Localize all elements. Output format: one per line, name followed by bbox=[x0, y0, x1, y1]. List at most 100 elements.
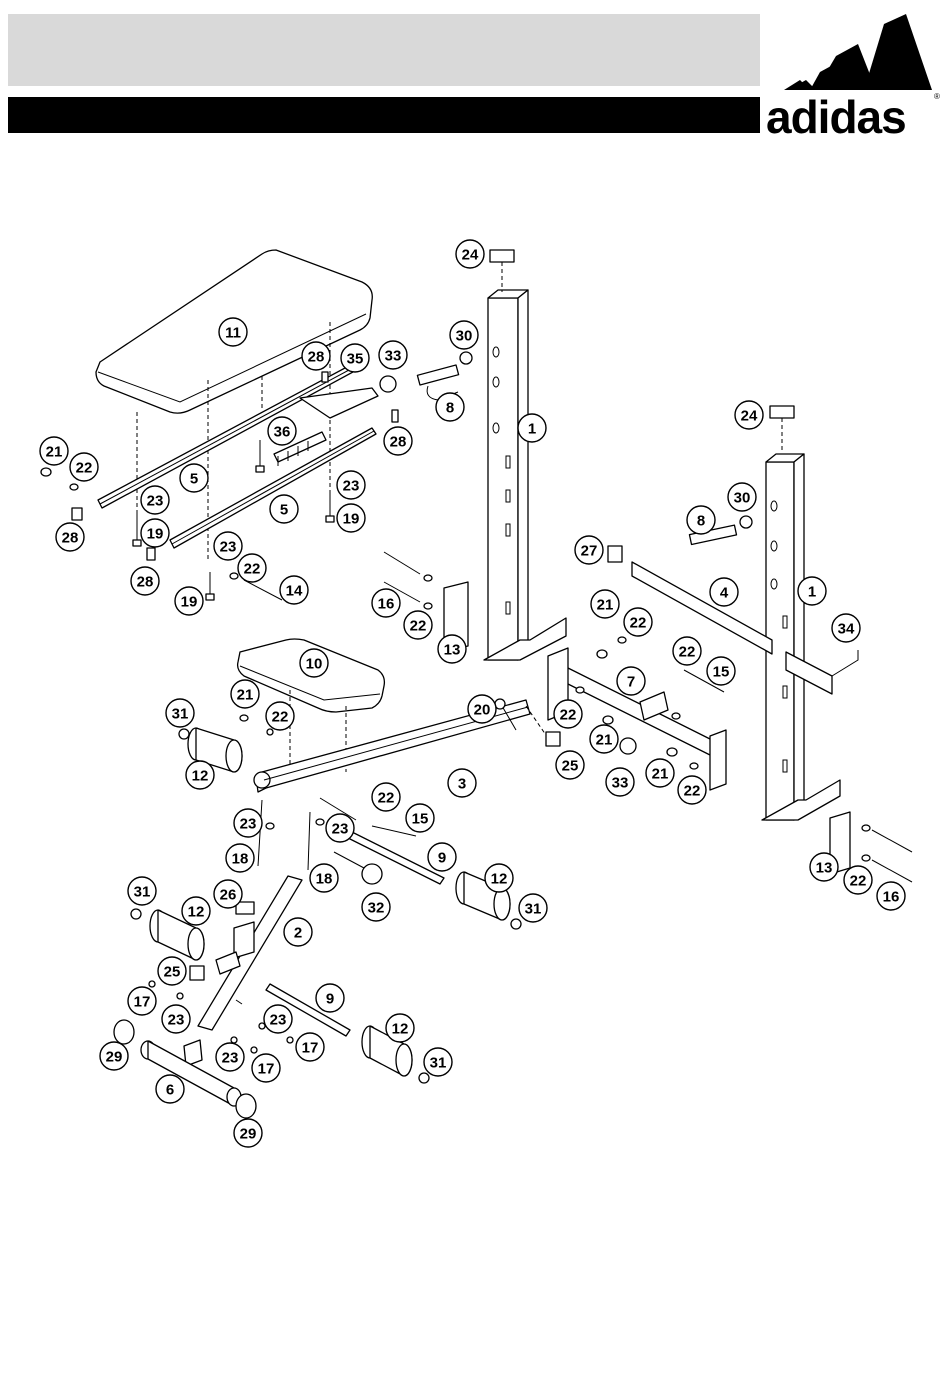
end-cap-28-b bbox=[322, 372, 328, 382]
callout-number: 22 bbox=[378, 790, 395, 807]
part-callout-22: 22 bbox=[624, 608, 652, 636]
callout-number: 29 bbox=[106, 1049, 123, 1066]
callout-number: 28 bbox=[62, 530, 79, 547]
callout-number: 30 bbox=[734, 490, 751, 507]
part-callout-21: 21 bbox=[591, 590, 619, 618]
callout-number: 27 bbox=[581, 543, 598, 560]
part-callout-16: 16 bbox=[877, 882, 905, 910]
part-callout-22: 22 bbox=[404, 611, 432, 639]
end-cap-28-d bbox=[392, 410, 398, 422]
callout-number: 20 bbox=[474, 702, 491, 719]
part-callout-18: 18 bbox=[310, 864, 338, 892]
callout-number: 36 bbox=[274, 424, 291, 441]
callout-number: 13 bbox=[444, 642, 461, 659]
callout-number: 19 bbox=[147, 526, 164, 543]
callout-number: 17 bbox=[134, 994, 151, 1011]
callout-number: 9 bbox=[438, 850, 446, 867]
part-callout-4: 4 bbox=[710, 578, 738, 606]
callout-number: 24 bbox=[462, 247, 479, 264]
callout-number: 25 bbox=[164, 964, 181, 981]
part-callout-15: 15 bbox=[707, 657, 735, 685]
part-callout-16: 16 bbox=[372, 589, 400, 617]
callout-number: 33 bbox=[385, 348, 402, 365]
callout-number: 24 bbox=[741, 408, 758, 425]
callout-number: 23 bbox=[270, 1012, 287, 1029]
callout-number: 33 bbox=[612, 775, 629, 792]
part-callout-9: 9 bbox=[428, 843, 456, 871]
part-callout-33: 33 bbox=[379, 341, 407, 369]
callout-number: 22 bbox=[684, 783, 701, 800]
callout-number: 23 bbox=[240, 816, 257, 833]
part-callout-22: 22 bbox=[372, 783, 400, 811]
part-callout-31: 31 bbox=[128, 877, 156, 905]
part-callout-29: 29 bbox=[234, 1119, 262, 1147]
part-callout-5: 5 bbox=[270, 495, 298, 523]
part-callout-19: 19 bbox=[141, 519, 169, 547]
part-callout-22: 22 bbox=[554, 700, 582, 728]
part-callout-14: 14 bbox=[280, 576, 308, 604]
part-callout-12: 12 bbox=[386, 1014, 414, 1042]
part-callout-30: 30 bbox=[450, 321, 478, 349]
callout-number: 18 bbox=[232, 851, 249, 868]
part-callout-32: 32 bbox=[362, 893, 390, 921]
callout-number: 5 bbox=[280, 502, 288, 519]
part-callout-6: 6 bbox=[156, 1075, 184, 1103]
callout-number: 1 bbox=[528, 421, 536, 438]
callout-number: 22 bbox=[76, 460, 93, 477]
callout-number: 21 bbox=[652, 766, 669, 783]
callout-number: 12 bbox=[188, 904, 205, 921]
callout-number: 11 bbox=[225, 325, 241, 342]
part-callout-33: 33 bbox=[606, 768, 634, 796]
part-callout-25: 25 bbox=[556, 751, 584, 779]
callout-number: 19 bbox=[343, 511, 360, 528]
callout-number: 21 bbox=[596, 732, 613, 749]
part-callout-23: 23 bbox=[141, 486, 169, 514]
part-callout-20: 20 bbox=[468, 695, 496, 723]
callout-number: 16 bbox=[378, 596, 395, 613]
callout-number: 23 bbox=[220, 539, 237, 556]
callout-number: 28 bbox=[390, 434, 407, 451]
callout-number: 31 bbox=[134, 884, 151, 901]
callout-number: 22 bbox=[560, 707, 577, 724]
part-callout-23: 23 bbox=[214, 532, 242, 560]
callout-number: 6 bbox=[166, 1082, 174, 1099]
part-callout-21: 21 bbox=[231, 680, 259, 708]
callout-number: 19 bbox=[181, 594, 198, 611]
callout-number: 5 bbox=[190, 471, 198, 488]
callout-number: 21 bbox=[597, 597, 614, 614]
part-callout-8: 8 bbox=[687, 506, 715, 534]
part-callout-26: 26 bbox=[214, 880, 242, 908]
cap-24-right bbox=[770, 406, 794, 418]
part-callout-17: 17 bbox=[252, 1054, 280, 1082]
callout-number: 22 bbox=[244, 561, 261, 578]
part-callout-10: 10 bbox=[300, 649, 328, 677]
part-callout-27: 27 bbox=[575, 536, 603, 564]
part-callout-31: 31 bbox=[424, 1048, 452, 1076]
callout-number: 23 bbox=[343, 478, 360, 495]
callout-number: 30 bbox=[456, 328, 473, 345]
bolts-18 bbox=[258, 800, 324, 870]
part-callout-23: 23 bbox=[162, 1005, 190, 1033]
callout-number: 35 bbox=[347, 351, 364, 368]
part-callout-12: 12 bbox=[182, 897, 210, 925]
callout-number: 32 bbox=[368, 900, 385, 917]
part-callout-22: 22 bbox=[673, 637, 701, 665]
callout-number: 34 bbox=[838, 621, 855, 638]
part-callout-13: 13 bbox=[810, 853, 838, 881]
cap-24-left bbox=[490, 250, 514, 262]
callout-number: 12 bbox=[192, 768, 209, 785]
upright-1-right bbox=[762, 454, 840, 820]
knob-32 bbox=[334, 852, 382, 884]
part-callout-8: 8 bbox=[436, 393, 464, 421]
upright-1-left bbox=[484, 290, 566, 660]
callout-number: 22 bbox=[272, 709, 289, 726]
part-callout-12: 12 bbox=[485, 864, 513, 892]
callout-number: 22 bbox=[410, 618, 427, 635]
cap-25-beam bbox=[546, 732, 560, 746]
part-callout-28: 28 bbox=[56, 523, 84, 551]
part-callout-19: 19 bbox=[337, 504, 365, 532]
knob-33-top bbox=[380, 376, 396, 392]
part-callout-23: 23 bbox=[264, 1005, 292, 1033]
callout-number: 29 bbox=[240, 1126, 257, 1143]
part-callout-24: 24 bbox=[456, 240, 484, 268]
